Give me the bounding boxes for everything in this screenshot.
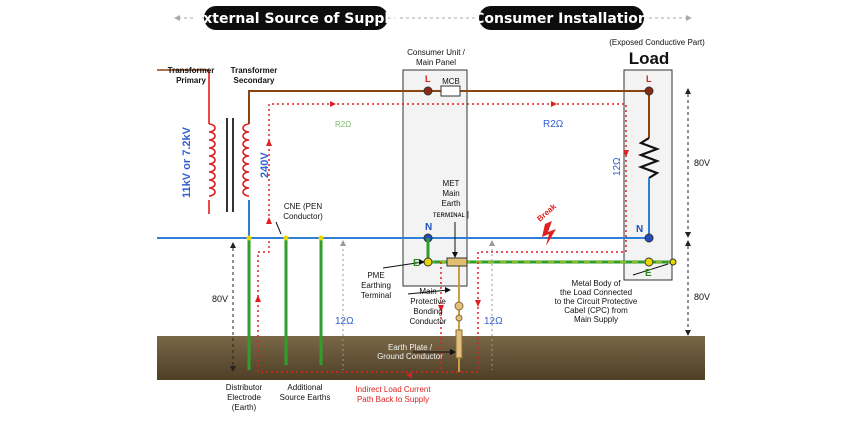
break-icon xyxy=(542,221,556,246)
distributor-label-3: (Earth) xyxy=(232,403,257,412)
exposed-part-label: (Exposed Conductive Part) xyxy=(609,38,705,47)
transformer-primary-label-1: Transformer xyxy=(168,66,215,75)
mcb-label: MCB xyxy=(442,77,460,86)
consumer-installation-label: Consumer Installation xyxy=(474,11,648,27)
mcb xyxy=(440,85,461,97)
junction-dot-2 xyxy=(283,235,289,241)
metal-body-label-3: to the Circuit Protective xyxy=(555,297,638,306)
metal-body-label-4: Cabel (CPC) from xyxy=(564,306,628,315)
junction-dot-3 xyxy=(318,235,324,241)
distributor-label-2: Electrode xyxy=(227,393,261,402)
earth-plate-icon xyxy=(454,301,464,359)
dimension-arrowheads xyxy=(230,88,691,372)
fault-path-arrows xyxy=(255,101,629,378)
consumer-unit-line-terminal xyxy=(423,86,433,96)
resistance-dimension-lines xyxy=(342,244,493,370)
cu-line-letter: L xyxy=(425,74,431,84)
consumer-unit-label-2: Main Panel xyxy=(416,58,456,67)
load-resistor xyxy=(637,137,661,179)
load-resistance-label: 12Ω xyxy=(612,157,623,176)
met-label-3: Earth xyxy=(441,199,460,208)
indirect-path-label-1: Indirect Load Current xyxy=(355,385,431,394)
external-source-label: External Source of Supply xyxy=(194,11,399,27)
cne-label-1: CNE (PEN xyxy=(284,202,322,211)
load-neutral-letter: N xyxy=(636,224,643,235)
transformer-core xyxy=(226,118,234,212)
pme-terminal-dot xyxy=(423,257,433,267)
transformer-secondary-coil xyxy=(242,123,250,197)
arrow-head-left xyxy=(174,15,180,21)
consumer-unit-label-1: Consumer Unit / xyxy=(407,48,466,57)
cne-label-2: Conductor) xyxy=(283,212,323,221)
earth-conductors xyxy=(247,238,673,372)
distributor-label-1: Distributor xyxy=(226,383,263,392)
load-voltage-label: 80V xyxy=(694,158,710,168)
cu-neutral-letter: N xyxy=(425,222,432,233)
bonding-label-4: Conductor xyxy=(410,317,447,326)
load-earth-terminal xyxy=(644,257,654,267)
consumer-unit-box xyxy=(402,69,468,287)
bonding-label-1: Main xyxy=(419,287,436,296)
pme-label-3: Terminal xyxy=(361,291,391,300)
metal-body-dot xyxy=(669,258,677,266)
met-label-1: MET xyxy=(443,179,460,188)
primary-voltage-label: 11kV or 7.2kV xyxy=(181,126,193,198)
dimension-lines xyxy=(232,94,689,366)
pme-label-1: PME xyxy=(367,271,384,280)
fault-current-path xyxy=(257,103,627,373)
transformer-secondary-label-1: Transformer xyxy=(231,66,278,75)
pme-label-2: Earthing xyxy=(361,281,391,290)
break-label: Break xyxy=(535,202,558,224)
indirect-path-label-2: Path Back to Supply xyxy=(357,395,429,404)
load-earth-letter: E xyxy=(645,268,652,279)
additional-earths-label-1: Additional xyxy=(287,383,322,392)
pointer-arrowheads xyxy=(419,252,458,355)
consumer-earth-resistance-label: 12Ω xyxy=(484,316,503,327)
met-code-label: ᴛᴇʀᴍɪɴᴀʟ | xyxy=(433,210,469,219)
metal-body-label-2: the Load Connected xyxy=(560,288,632,297)
external-source-pill xyxy=(204,6,388,30)
transformer-primary-coil xyxy=(157,69,216,214)
left-earth-voltage-label: 80V xyxy=(212,294,228,304)
earth-plate-label-2: Ground Conductor xyxy=(377,352,443,361)
junction-dot-1 xyxy=(246,235,252,241)
neutral-conductor xyxy=(157,178,650,239)
earth-plate-label-1: Earth Plate / xyxy=(388,343,433,352)
cu-earth-letter: E xyxy=(413,258,420,269)
secondary-voltage-label: 240V xyxy=(259,152,271,178)
additional-earths-label-2: Source Earths xyxy=(280,393,331,402)
load-line-terminal xyxy=(644,86,654,96)
resistance-dimension-arrows xyxy=(340,240,495,246)
transformer-secondary-label-2: Secondary xyxy=(234,76,275,85)
supply-resistance-label: R2Ω xyxy=(335,120,351,129)
metal-body-label-1: Metal Body of xyxy=(572,279,622,288)
transformer-primary-label-2: Primary xyxy=(176,76,206,85)
load-line-letter: L xyxy=(646,74,652,84)
load-neutral-terminal xyxy=(644,233,654,243)
bonding-label-2: Protective xyxy=(410,297,446,306)
consumer-installation-pill xyxy=(479,6,644,30)
pointer-lines xyxy=(275,221,669,353)
right-earth-voltage-label: 80V xyxy=(694,292,710,302)
met-bar xyxy=(446,257,468,267)
load-title: Load xyxy=(629,49,670,68)
metal-body-label-5: Main Supply xyxy=(574,315,618,324)
met-label-2: Main xyxy=(442,189,459,198)
arrow-head-right xyxy=(686,15,692,21)
load-side-resistance-label: R2Ω xyxy=(543,119,564,130)
bonding-label-3: Bonding xyxy=(413,307,442,316)
source-earth-resistance-label: 12Ω xyxy=(335,316,354,327)
